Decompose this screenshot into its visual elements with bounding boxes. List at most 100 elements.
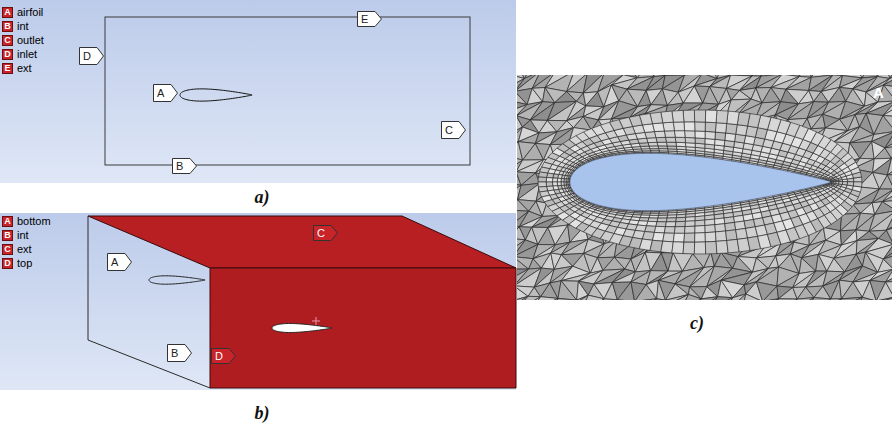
legend-text: int: [17, 20, 29, 32]
mesh-cell: [741, 294, 762, 300]
front-face: [210, 268, 516, 388]
mesh-cell: [656, 137, 666, 142]
mesh-cell: [883, 254, 892, 270]
tag-outline: [442, 122, 466, 139]
legend-swatch: B: [2, 21, 13, 32]
mesh-cell: [882, 200, 892, 211]
legend-swatch: C: [2, 244, 13, 255]
mesh-cell: [656, 222, 666, 227]
mesh-cell: [885, 133, 892, 148]
mesh-cell: [613, 300, 635, 301]
viewport-background: [0, 0, 516, 183]
mesh-cell: [695, 226, 705, 234]
selection-tag: A: [107, 253, 132, 271]
tag-letter: C: [441, 121, 466, 139]
legend-swatch: A: [2, 7, 13, 18]
mesh-cell: [552, 182, 557, 186]
legend-entry: Coutlet: [2, 34, 44, 46]
legend-text: inlet: [17, 48, 37, 60]
mesh-cell: [856, 297, 876, 300]
selection-tag: D: [211, 348, 236, 364]
mesh-cell: [646, 299, 666, 300]
mesh-cell: [658, 146, 668, 149]
mesh-cell: [561, 281, 578, 300]
mesh-cell: [675, 284, 689, 295]
mesh-cell: [806, 299, 831, 300]
mesh-cell: [888, 294, 892, 300]
mesh-cell: [675, 137, 685, 142]
swatch-letter: A: [4, 217, 11, 226]
mesh-cell: [715, 123, 726, 133]
mesh-cell: [705, 122, 716, 132]
selection-tag: E: [357, 11, 382, 27]
legend-entry: Dinlet: [2, 48, 37, 60]
tag-letter: D: [211, 348, 236, 364]
mesh-cell: [680, 299, 701, 300]
mesh-cell: [726, 230, 738, 241]
airfoil-outline: [149, 276, 205, 284]
legend-entry: Bint: [2, 229, 29, 241]
mesh-cell: [715, 231, 726, 241]
mesh-cell: [676, 142, 686, 146]
mesh-cell: [517, 297, 541, 300]
mesh-cell: [776, 299, 798, 300]
legend-entry: Bint: [2, 20, 29, 32]
airfoil-face: [272, 323, 332, 332]
selection-tag: D: [79, 47, 104, 65]
mesh-cell: [546, 178, 553, 182]
mesh-cell: [887, 174, 892, 189]
mesh-cell: [705, 131, 715, 139]
mesh-cell: [710, 298, 733, 300]
mesh-cell: [664, 131, 675, 138]
mesh-cell: [661, 295, 689, 300]
mesh-cell: [546, 182, 553, 186]
tag-shape: [172, 158, 197, 174]
mesh-cell: [685, 226, 695, 233]
mesh-cell: [756, 299, 779, 300]
selection-tag: B: [167, 344, 192, 362]
mesh-cell: [853, 182, 862, 187]
mesh-cell: [580, 299, 605, 300]
mesh-cell: [652, 232, 664, 241]
mesh-cell: [630, 299, 656, 300]
mesh-cell: [715, 132, 726, 140]
mesh-cell: [665, 222, 675, 227]
mesh-cell: [763, 286, 779, 300]
mesh-cell: [538, 172, 547, 178]
mesh-cell: [726, 123, 738, 134]
tag-shape: [357, 11, 382, 27]
tag-shape: [153, 84, 178, 102]
mesh-cell: [557, 182, 561, 186]
mesh-cell: [736, 125, 748, 136]
mesh-cell: [674, 225, 696, 243]
mesh-cell: [664, 227, 675, 234]
mesh-cell: [886, 224, 892, 244]
swatch-letter: D: [4, 259, 11, 268]
mesh-cell: [884, 85, 892, 101]
swatch-letter: D: [4, 50, 11, 59]
tag-outline: [154, 85, 178, 102]
mesh-cell: [552, 298, 576, 300]
mesh-cell: [517, 296, 541, 300]
mesh-cell: [666, 218, 676, 222]
mesh-cell: [724, 294, 746, 300]
tag-shape: [167, 344, 192, 362]
mesh-cell: [886, 211, 892, 231]
mesh-cell: [680, 295, 701, 300]
domain-rectangle: [105, 17, 470, 165]
viewport-background: [0, 213, 516, 390]
mesh-cell: [598, 300, 617, 301]
mesh-cell: [580, 295, 605, 300]
selection-tag: C: [313, 225, 338, 241]
tag-shape: [107, 253, 132, 271]
mesh-cell: [883, 102, 892, 117]
mesh-cell: [658, 215, 668, 218]
airfoil-outline: [180, 89, 252, 101]
mesh-cell: [538, 177, 547, 182]
tag-letter: A: [107, 253, 132, 271]
mesh-cell: [673, 122, 684, 131]
panel-label: b): [255, 403, 270, 424]
mesh-cell: [716, 110, 728, 123]
legend-swatch: B: [2, 230, 13, 241]
mesh-cell: [663, 122, 675, 131]
